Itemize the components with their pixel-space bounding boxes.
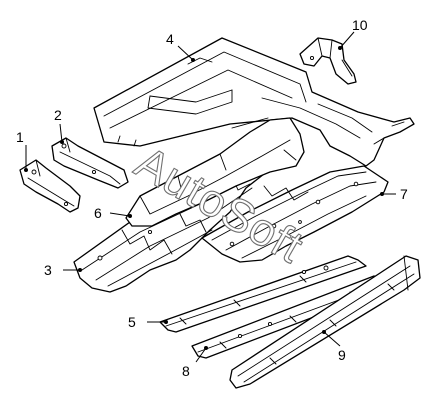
rear-mounting-bracket <box>299 37 357 85</box>
callout-10: 10 <box>352 17 368 33</box>
leader-lines <box>24 31 396 363</box>
inner-sill-rail <box>159 255 367 333</box>
callout-3: 3 <box>44 262 52 278</box>
central-tunnel <box>125 117 305 227</box>
front-cross-member-upper <box>51 137 129 189</box>
callout-2: 2 <box>54 107 62 123</box>
callout-6: 6 <box>94 205 102 221</box>
front-floor-panel-right <box>201 165 389 263</box>
rocker-panel <box>229 255 421 389</box>
front-support-bracket <box>19 159 81 213</box>
callout-5: 5 <box>128 314 136 330</box>
callout-9: 9 <box>338 347 346 363</box>
callout-8: 8 <box>182 363 190 379</box>
callout-7: 7 <box>400 186 408 202</box>
rear-floor-pan <box>93 37 415 167</box>
callout-1: 1 <box>16 129 24 145</box>
callout-4: 4 <box>166 31 174 47</box>
